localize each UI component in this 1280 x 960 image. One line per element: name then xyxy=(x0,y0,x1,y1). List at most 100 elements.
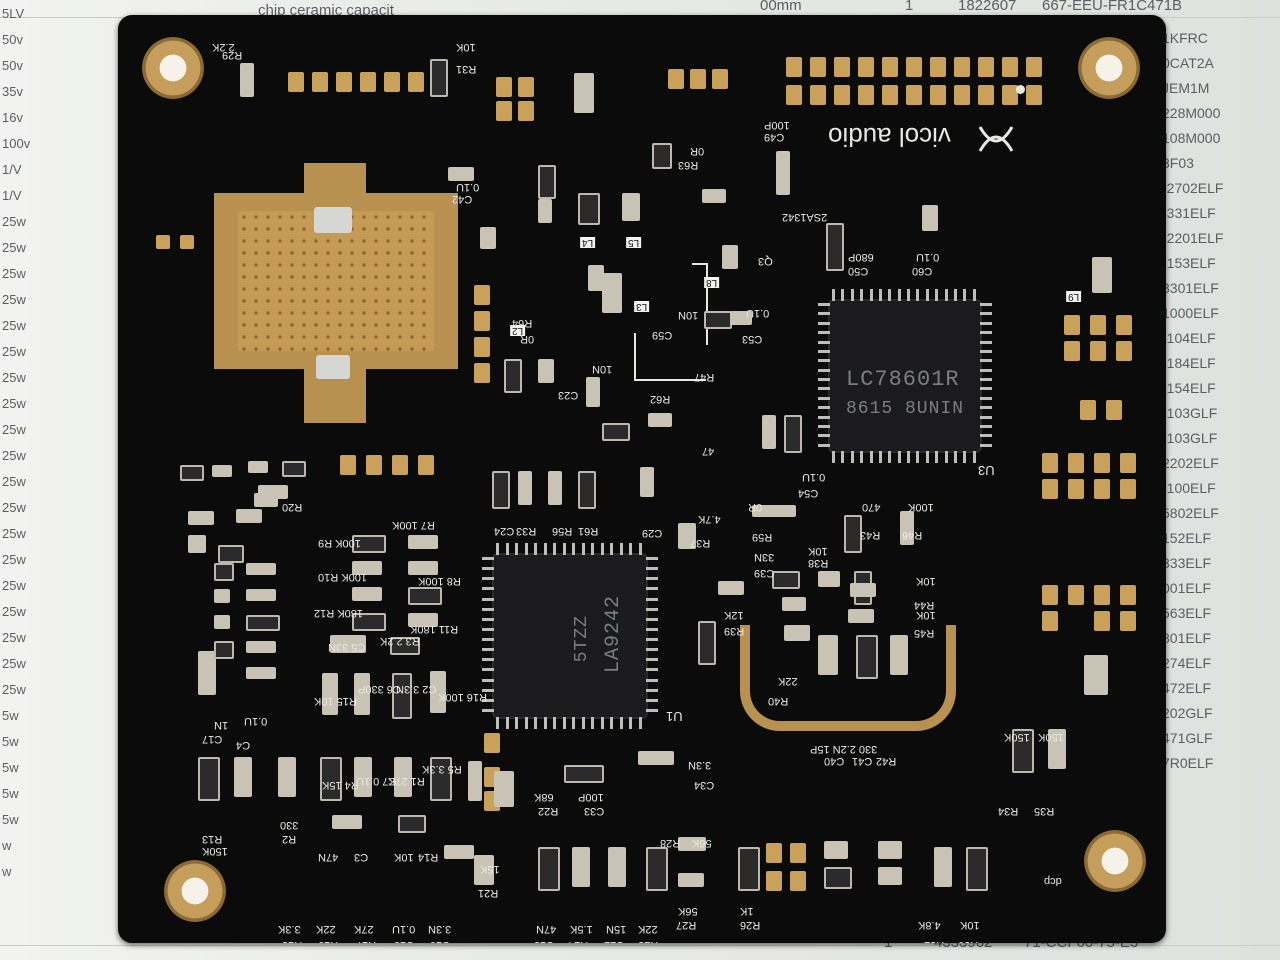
smd-component xyxy=(538,199,552,223)
silk-tag-l2: L2 xyxy=(510,325,526,336)
silk-r24: R24 xyxy=(568,939,588,943)
silk-c29: C29 xyxy=(642,527,663,539)
silk-c34-val: 3.3N xyxy=(688,759,712,771)
ic-pin xyxy=(496,543,499,555)
ic-pin xyxy=(818,368,830,372)
ic-pin xyxy=(482,698,494,702)
smd-component xyxy=(574,73,594,113)
ic-pin xyxy=(925,289,929,301)
paper-right-value: 801ELF xyxy=(1162,630,1212,646)
smd-component xyxy=(352,587,382,601)
paper-top-partno: 1822607 xyxy=(958,0,1017,14)
silk-q3-val: 2SA1342 xyxy=(782,211,828,223)
header-pad xyxy=(930,85,946,105)
header-pad xyxy=(834,85,850,105)
pad xyxy=(1094,453,1110,473)
ic-pin xyxy=(482,627,494,631)
silk-r22: R22 xyxy=(538,805,559,817)
silk-c18: C18 xyxy=(534,939,554,943)
ic-pin xyxy=(524,543,528,555)
pad xyxy=(766,871,782,891)
silk-c16: C16 xyxy=(430,939,450,943)
smd-component xyxy=(394,757,412,797)
ic-pin xyxy=(944,451,948,463)
paper-left-value: 50v xyxy=(2,58,23,73)
paper-left-value: 25w xyxy=(2,578,26,593)
silk-tag-l4: L4 xyxy=(580,237,596,248)
smd-component xyxy=(538,359,554,383)
silk-c3: C3 xyxy=(354,851,369,863)
silk-c39: C39 xyxy=(754,567,775,579)
ic-pin xyxy=(505,543,509,555)
paper-left-value: 25w xyxy=(2,422,26,437)
ic-pin xyxy=(980,406,992,410)
smd-component xyxy=(236,509,262,523)
ic-pin xyxy=(646,627,658,631)
pad xyxy=(418,455,434,475)
header-pad xyxy=(954,85,970,105)
ic-pin xyxy=(646,577,658,581)
silk-r9: 100K R9 xyxy=(318,537,361,549)
pad xyxy=(474,363,490,383)
pad xyxy=(1080,400,1096,420)
ic-pin xyxy=(841,451,845,463)
silk-c41: C41 xyxy=(852,755,873,767)
pad xyxy=(1064,341,1080,361)
ic-pin xyxy=(482,577,494,581)
pad xyxy=(1068,479,1084,499)
pad xyxy=(790,871,806,891)
smd-component xyxy=(518,471,532,505)
pad xyxy=(360,72,376,92)
silk-c24: C24 xyxy=(494,525,515,537)
silk-c54: C54 xyxy=(798,487,819,499)
paper-left-value: 16v xyxy=(2,110,23,125)
silk-c15: C15 xyxy=(394,939,414,943)
ic-pin xyxy=(482,688,494,692)
paper-right-value: -2201ELF xyxy=(1162,230,1224,246)
ic-pin xyxy=(818,424,830,428)
smd-component xyxy=(608,847,626,887)
ic-pin xyxy=(860,451,864,463)
silk-r-47: 47 xyxy=(702,445,715,457)
smd-component xyxy=(448,167,474,181)
smd-component xyxy=(240,63,254,97)
silk-r30-val: 10K xyxy=(960,919,980,931)
ic-pin xyxy=(980,378,992,381)
silk-c17: C17 xyxy=(202,733,223,745)
smd-component xyxy=(246,641,276,653)
ic-pin xyxy=(980,312,992,316)
ic-pin xyxy=(897,289,901,301)
ic-pin xyxy=(638,717,642,729)
silk-r38-val: 10K xyxy=(808,545,828,557)
heatsink-solder-bottom xyxy=(316,355,350,379)
smd-component xyxy=(408,613,438,627)
paper-right-value: -154ELF xyxy=(1162,380,1216,396)
smd-component xyxy=(652,143,672,169)
silk-r32-val: 4.8K xyxy=(918,919,941,931)
paper-left-value: 25w xyxy=(2,240,26,255)
pcb-board: LC78601R 8615 8UNIN LA9242 5TZZ vicol au… xyxy=(118,15,1166,943)
silk-c17-val: 1N xyxy=(214,719,229,731)
ic-pin xyxy=(860,289,864,301)
silk-r42: R42 xyxy=(876,755,897,767)
smd-component xyxy=(320,757,342,801)
silk-q3: Q3 xyxy=(758,255,773,267)
pad xyxy=(518,101,534,121)
pad xyxy=(1116,315,1132,335)
mount-hole-bottom-right xyxy=(1084,830,1146,892)
smd-component xyxy=(278,757,296,797)
silk-r34: R34 xyxy=(998,805,1019,817)
silk-c5: C5 33N xyxy=(328,641,366,653)
ic-pin xyxy=(832,451,835,463)
silk-r11: R11 180K xyxy=(410,623,459,635)
paper-left-value: 25w xyxy=(2,474,26,489)
header-pad xyxy=(786,57,802,77)
ic-pin xyxy=(515,717,518,729)
silk-c54-val: 0.1U xyxy=(802,471,826,483)
smd-component xyxy=(722,245,738,269)
ic-pin xyxy=(818,349,830,353)
smd-component xyxy=(480,227,496,249)
ic-pin xyxy=(980,359,992,363)
silk-r24-val: 1.5K xyxy=(570,923,593,935)
ic-pin xyxy=(629,543,632,555)
